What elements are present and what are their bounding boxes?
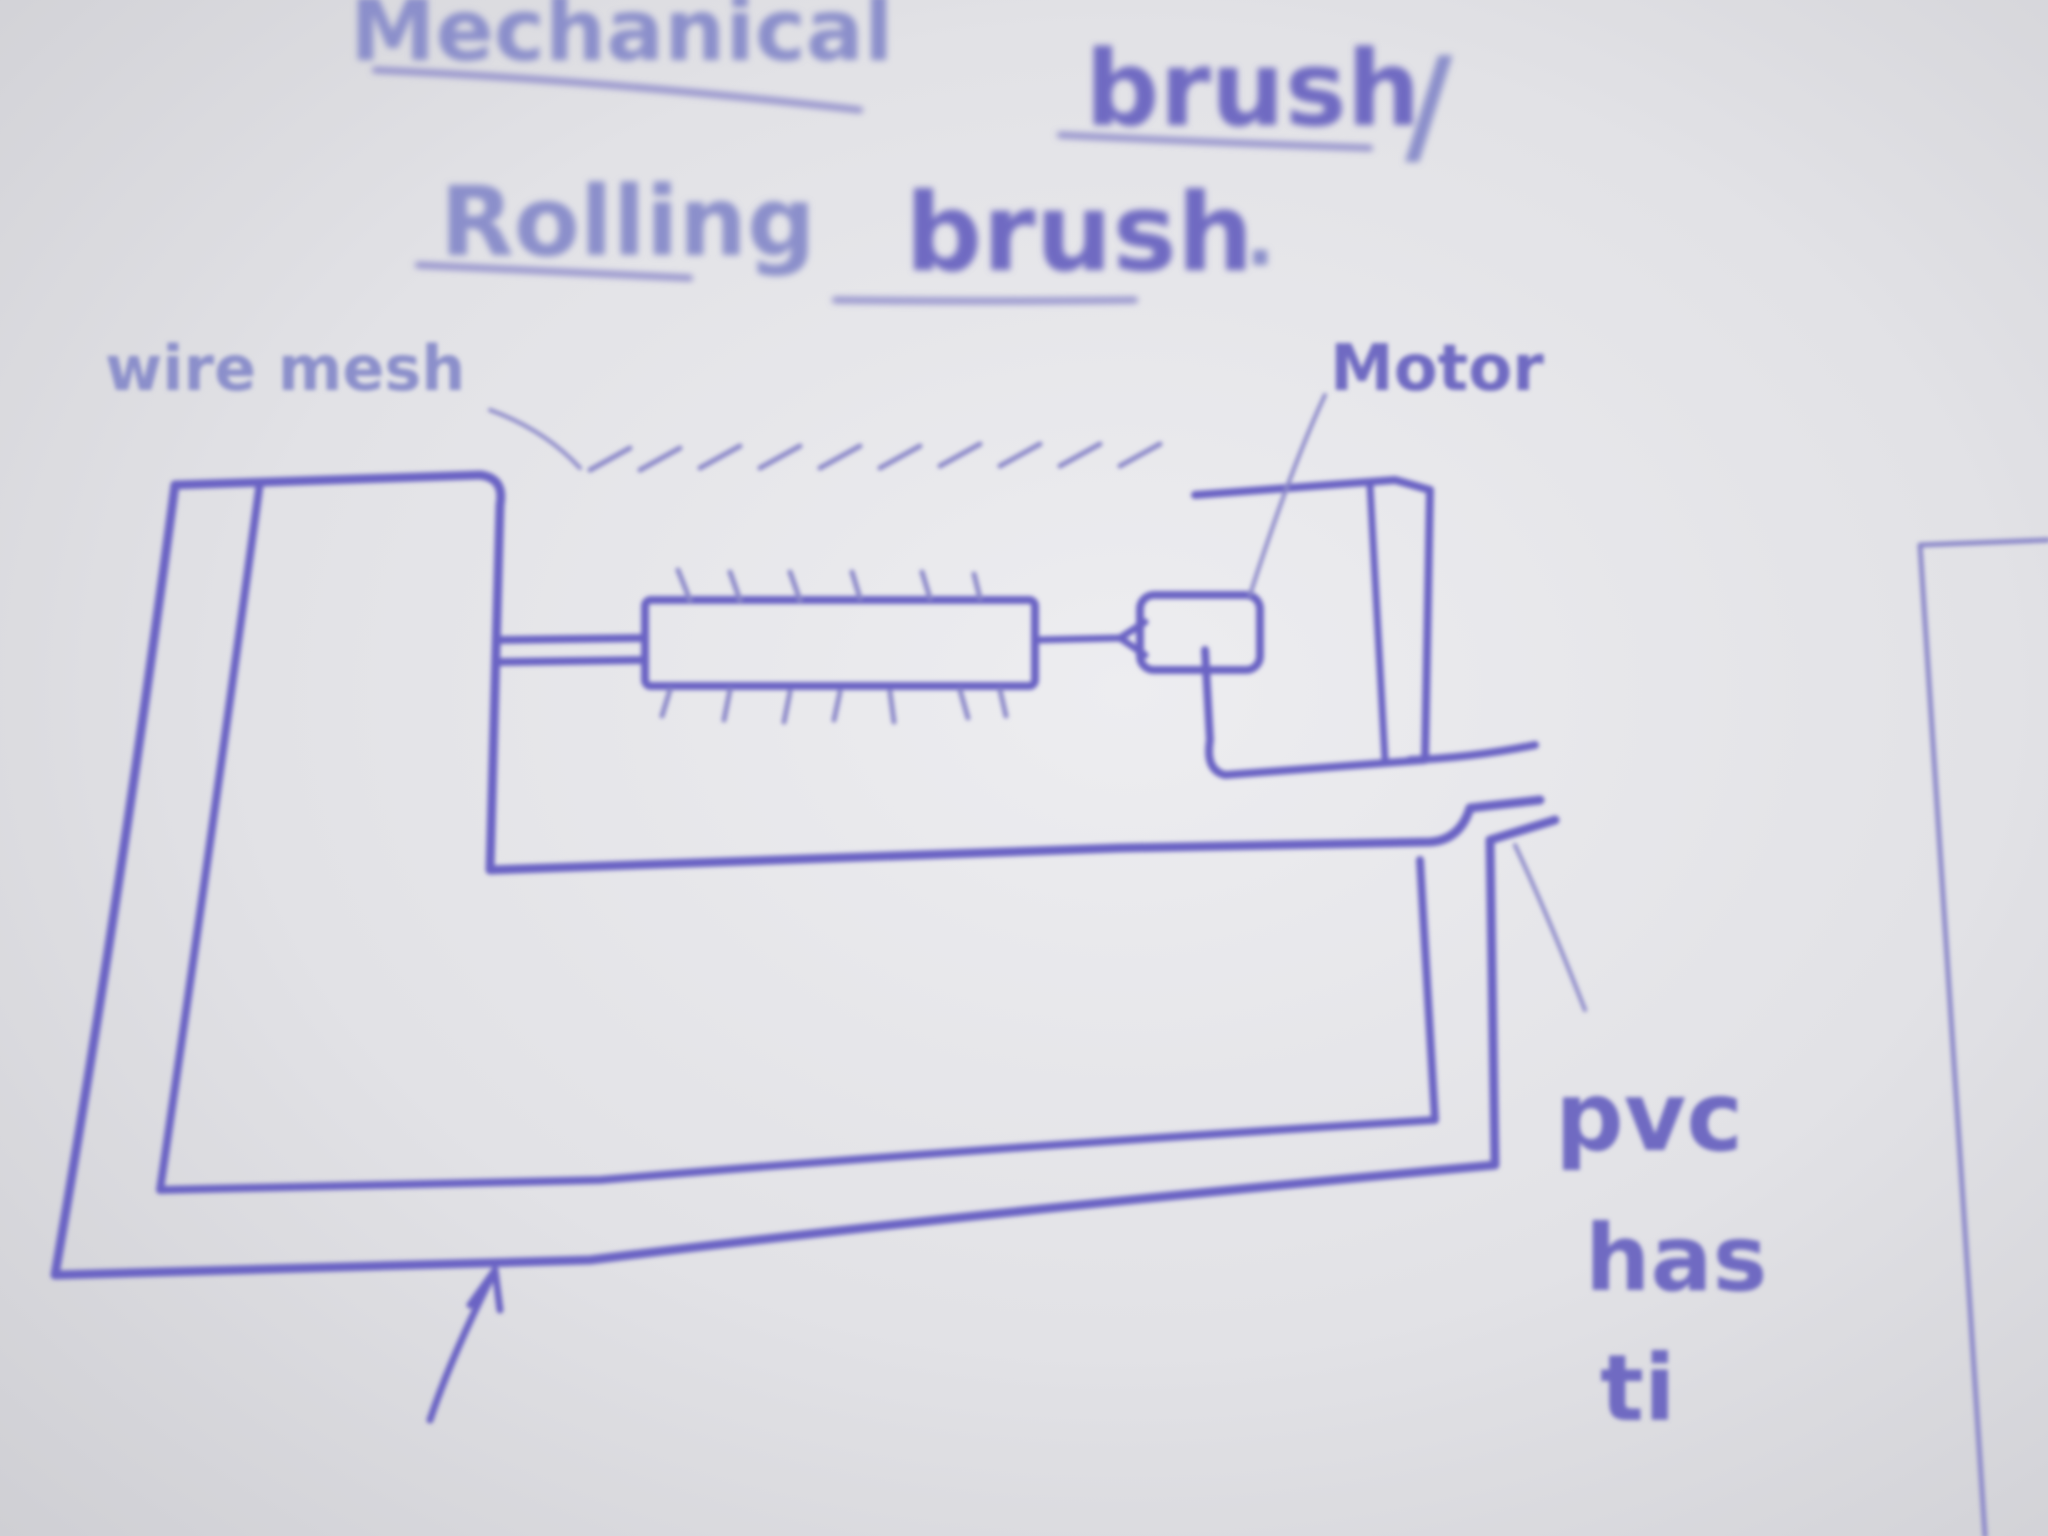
brush-bristles-top <box>675 567 983 603</box>
label-wire-mesh: wire mesh <box>105 332 465 405</box>
wire-mesh-hatch <box>587 441 1163 473</box>
arrow-up <box>426 1266 504 1424</box>
outer-frame-top-and-step <box>170 470 1545 875</box>
motor-housing-block <box>1191 476 1434 779</box>
label-side-3: ti <box>1600 1335 1676 1442</box>
underline-brush-2 <box>832 297 1138 304</box>
brush-bristles-bottom <box>659 687 1009 725</box>
title-group: Mechanical brush / Rolling brush . <box>350 0 1453 304</box>
adjacent-page-edge <box>1917 537 2048 1536</box>
motor-leader <box>1248 393 1327 597</box>
labels-group: wire mesh Motor pvc has ti <box>105 332 1767 1442</box>
label-side-1: pvc <box>1555 1061 1743 1173</box>
underline-brush-1 <box>1057 132 1373 151</box>
brush-right-shaft <box>1031 618 1149 659</box>
title-word-rolling: Rolling <box>440 166 816 278</box>
inner-frame <box>156 478 1439 1194</box>
title-slash: / <box>1405 29 1453 181</box>
title-word-brush-1: brush <box>1085 28 1421 150</box>
label-motor: Motor <box>1330 332 1544 406</box>
rolling-brush-cylinder <box>641 596 1039 690</box>
underline-mechanical <box>372 67 863 113</box>
motor-housing-inner-line <box>1366 481 1389 764</box>
motor-body <box>1136 591 1264 674</box>
outer-frame <box>50 480 1560 1280</box>
label-side-2: has <box>1585 1205 1767 1312</box>
title-dot: . <box>1245 191 1275 284</box>
drawing-group <box>50 393 2048 1536</box>
wire-mesh-leader <box>488 408 582 470</box>
motor-housing-extension <box>1406 741 1539 764</box>
title-word-mechanical: Mechanical <box>350 0 893 81</box>
title-word-brush-2: brush <box>905 171 1254 296</box>
side-label-leader <box>1513 843 1587 1012</box>
brush-left-shaft <box>496 634 649 666</box>
underline-rolling <box>415 262 693 281</box>
